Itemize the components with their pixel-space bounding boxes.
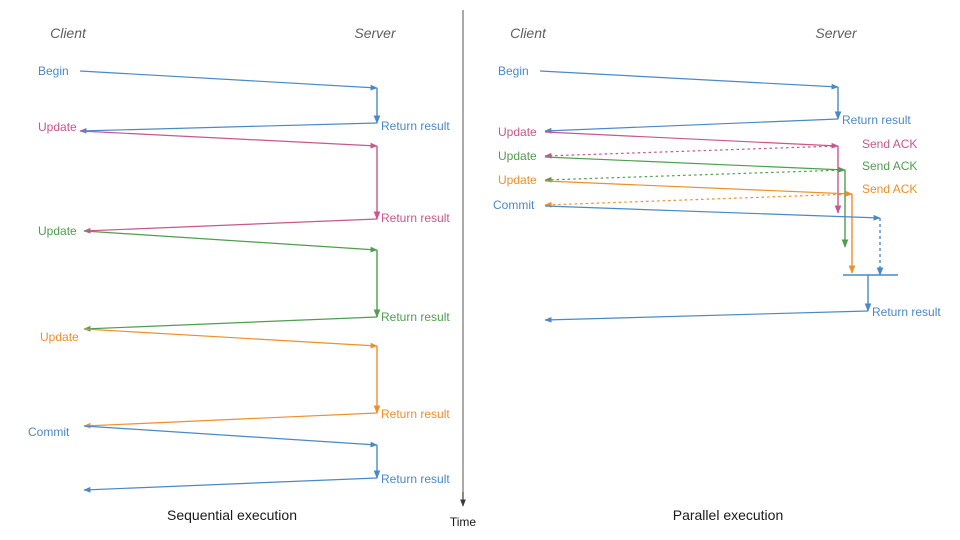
message-label-return-result: Return result bbox=[381, 472, 450, 486]
message-arrow-to-server-orange bbox=[83, 328, 378, 349]
message-label-send-ack: Send ACK bbox=[862, 137, 917, 151]
message-label-update: Update bbox=[498, 173, 537, 187]
message-arrow-to-server-blue bbox=[79, 70, 378, 91]
message-arrow-to-server-blue bbox=[544, 205, 881, 221]
message-arrow-to-server-pink bbox=[79, 130, 378, 149]
message-arrow-to-client-green bbox=[83, 316, 378, 332]
message-label-return-result: Return result bbox=[381, 119, 450, 133]
message-arrow-to-client-pink bbox=[83, 218, 378, 234]
message-label-return-result: Return result bbox=[842, 113, 911, 127]
message-arrow-to-server-blue bbox=[539, 70, 839, 90]
message-arrow-to-server-blue bbox=[83, 425, 378, 448]
message-label-send-ack: Send ACK bbox=[862, 182, 917, 196]
message-arrow-to-client-blue bbox=[544, 310, 869, 323]
message-arrow-to-server-green bbox=[544, 156, 846, 173]
message-label-begin: Begin bbox=[498, 64, 529, 78]
message-arrow-to-client-blue bbox=[544, 118, 839, 134]
message-label-update: Update bbox=[38, 224, 77, 238]
lane-header-client: Client bbox=[50, 25, 87, 41]
message-arrow-to-client-blue bbox=[83, 477, 378, 493]
message-label-update: Update bbox=[38, 120, 77, 134]
message-arrow-to-client-green bbox=[544, 169, 846, 183]
message-arrow-to-server-orange bbox=[544, 180, 853, 197]
message-arrow-to-server-green bbox=[83, 230, 378, 253]
time-axis-label: Time bbox=[450, 515, 477, 529]
message-label-commit: Commit bbox=[493, 198, 535, 212]
message-arrow-to-client-orange bbox=[83, 412, 378, 429]
lane-header-server: Server bbox=[815, 25, 858, 41]
lane-header-client: Client bbox=[510, 25, 547, 41]
message-label-return-result: Return result bbox=[381, 310, 450, 324]
message-label-return-result: Return result bbox=[381, 407, 450, 421]
message-arrow-to-client-pink bbox=[544, 145, 839, 159]
message-label-return-result: Return result bbox=[381, 211, 450, 225]
message-label-update: Update bbox=[498, 125, 537, 139]
message-arrow-to-server-pink bbox=[544, 131, 839, 149]
panel-caption-sequential: Sequential execution bbox=[167, 507, 297, 523]
message-label-commit: Commit bbox=[28, 425, 70, 439]
message-arrow-to-client-blue bbox=[79, 122, 378, 134]
lane-header-server: Server bbox=[354, 25, 397, 41]
message-label-send-ack: Send ACK bbox=[862, 159, 917, 173]
time-axis-layer: Time bbox=[450, 10, 477, 529]
message-label-update: Update bbox=[498, 149, 537, 163]
panel-caption-parallel: Parallel execution bbox=[673, 507, 784, 523]
message-arrow-to-client-orange bbox=[544, 193, 853, 208]
message-label-return-result: Return result bbox=[872, 305, 941, 319]
message-label-begin: Begin bbox=[38, 64, 69, 78]
message-label-update: Update bbox=[40, 330, 79, 344]
